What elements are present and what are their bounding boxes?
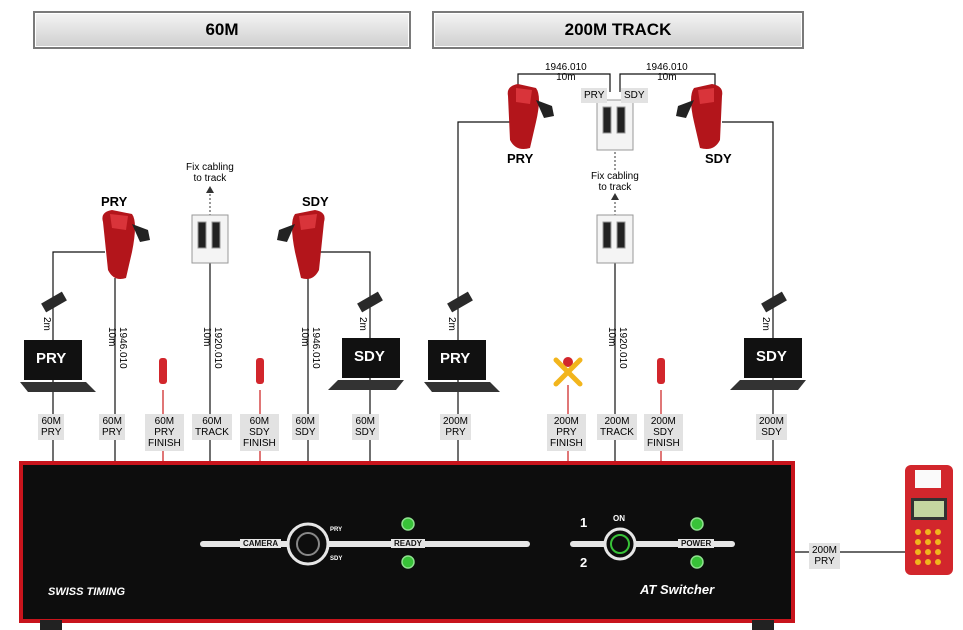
header-60m-label: 60M (205, 20, 239, 39)
led-indicators (401, 517, 704, 569)
switcher-power-label: POWER (678, 539, 715, 548)
camera-60m-pry (102, 210, 150, 279)
junction-box-60m (191, 214, 229, 264)
camera-60m-sdy (277, 210, 325, 279)
camera-label-200m-sdy: SDY (705, 151, 732, 166)
camera-label-60m-pry: PRY (101, 194, 128, 209)
cable-length-2m: 2m (357, 317, 368, 331)
switcher-position-1: 1 (580, 515, 588, 530)
cable-length-2m: 2m (760, 317, 771, 331)
laptop-60m-sdy (328, 338, 404, 390)
camera-200m-pry (507, 84, 554, 149)
switcher-position-2: 2 (580, 555, 588, 570)
laptop-60m-pry (20, 340, 96, 392)
laptop-200m-sdy (730, 338, 806, 390)
switcher-model-label: AT Switcher (640, 582, 715, 597)
switcher-ready-label: READY (391, 539, 426, 548)
switcher-camera-label: CAMERA (240, 539, 282, 548)
junction-box-200m-top (596, 99, 634, 151)
cable-length-2m: 2m (446, 317, 457, 331)
header-200m-track: 200M TRACK (432, 11, 804, 49)
swiss-timing-logo: SWISS TIMING (48, 586, 125, 598)
laptop-label-200m-pry: PRY (440, 350, 471, 367)
label-top-pry: PRY (581, 88, 608, 103)
finish-plug (159, 357, 665, 384)
switcher-pry-label: PRY (330, 527, 343, 533)
printer-device (905, 465, 953, 575)
header-60m: 60M (33, 11, 411, 49)
cable-length-2m: 2m (41, 317, 52, 331)
switcher-on-label: ON (613, 514, 625, 523)
usb-dongle (41, 291, 787, 313)
camera-label-200m-pry: PRY (507, 151, 534, 166)
laptop-label-60m-sdy: SDY (354, 348, 385, 365)
camera-label-60m-sdy: SDY (302, 194, 329, 209)
switcher-sdy-label: SDY (330, 556, 343, 562)
label-top-sdy: SDY (621, 88, 648, 103)
laptop-200m-pry (424, 340, 500, 392)
header-200m-label: 200M TRACK (564, 20, 672, 39)
laptop-label-200m-sdy: SDY (756, 348, 787, 365)
laptop-label-60m-pry: PRY (36, 350, 67, 367)
junction-box-200m (596, 214, 634, 264)
camera-200m-sdy (676, 84, 723, 149)
